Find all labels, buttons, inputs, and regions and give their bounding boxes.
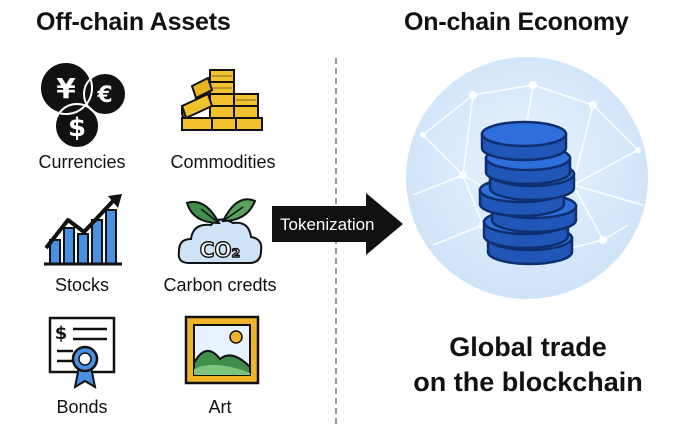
stock-chart-icon xyxy=(40,192,126,268)
bond-dollar: $ xyxy=(55,323,68,344)
coin-stack-icon xyxy=(468,120,598,280)
asset-label-art: Art xyxy=(208,397,232,417)
dollar-symbol: $ xyxy=(68,113,86,143)
framed-art-icon xyxy=(184,315,260,385)
co2-leaves-icon: CO₂ xyxy=(175,193,265,269)
on-chain-title: On-chain Economy xyxy=(404,8,629,36)
co2-text: CO₂ xyxy=(200,238,240,262)
asset-label-carbon-credits: Carbon credts xyxy=(163,275,277,295)
bond-certificate-icon: $ xyxy=(47,315,117,389)
tokenization-label: Tokenization xyxy=(280,215,375,234)
gold-bars-icon xyxy=(178,66,268,136)
tokenization-arrow xyxy=(272,193,404,260)
asset-label-commodities: Commodities xyxy=(170,152,276,172)
asset-label-stocks: Stocks xyxy=(54,275,110,295)
off-chain-title: Off-chain Assets xyxy=(36,8,231,36)
currency-coins-icon: ¥ € $ xyxy=(33,60,133,150)
yen-symbol: ¥ xyxy=(56,72,76,105)
asset-label-currencies: Currencies xyxy=(38,152,126,172)
asset-label-bonds: Bonds xyxy=(56,397,108,417)
coin-face xyxy=(480,120,568,148)
global-trade-line2: on the blockchain xyxy=(413,367,643,397)
global-trade-line1: Global trade xyxy=(449,332,607,362)
euro-symbol: € xyxy=(96,83,112,108)
